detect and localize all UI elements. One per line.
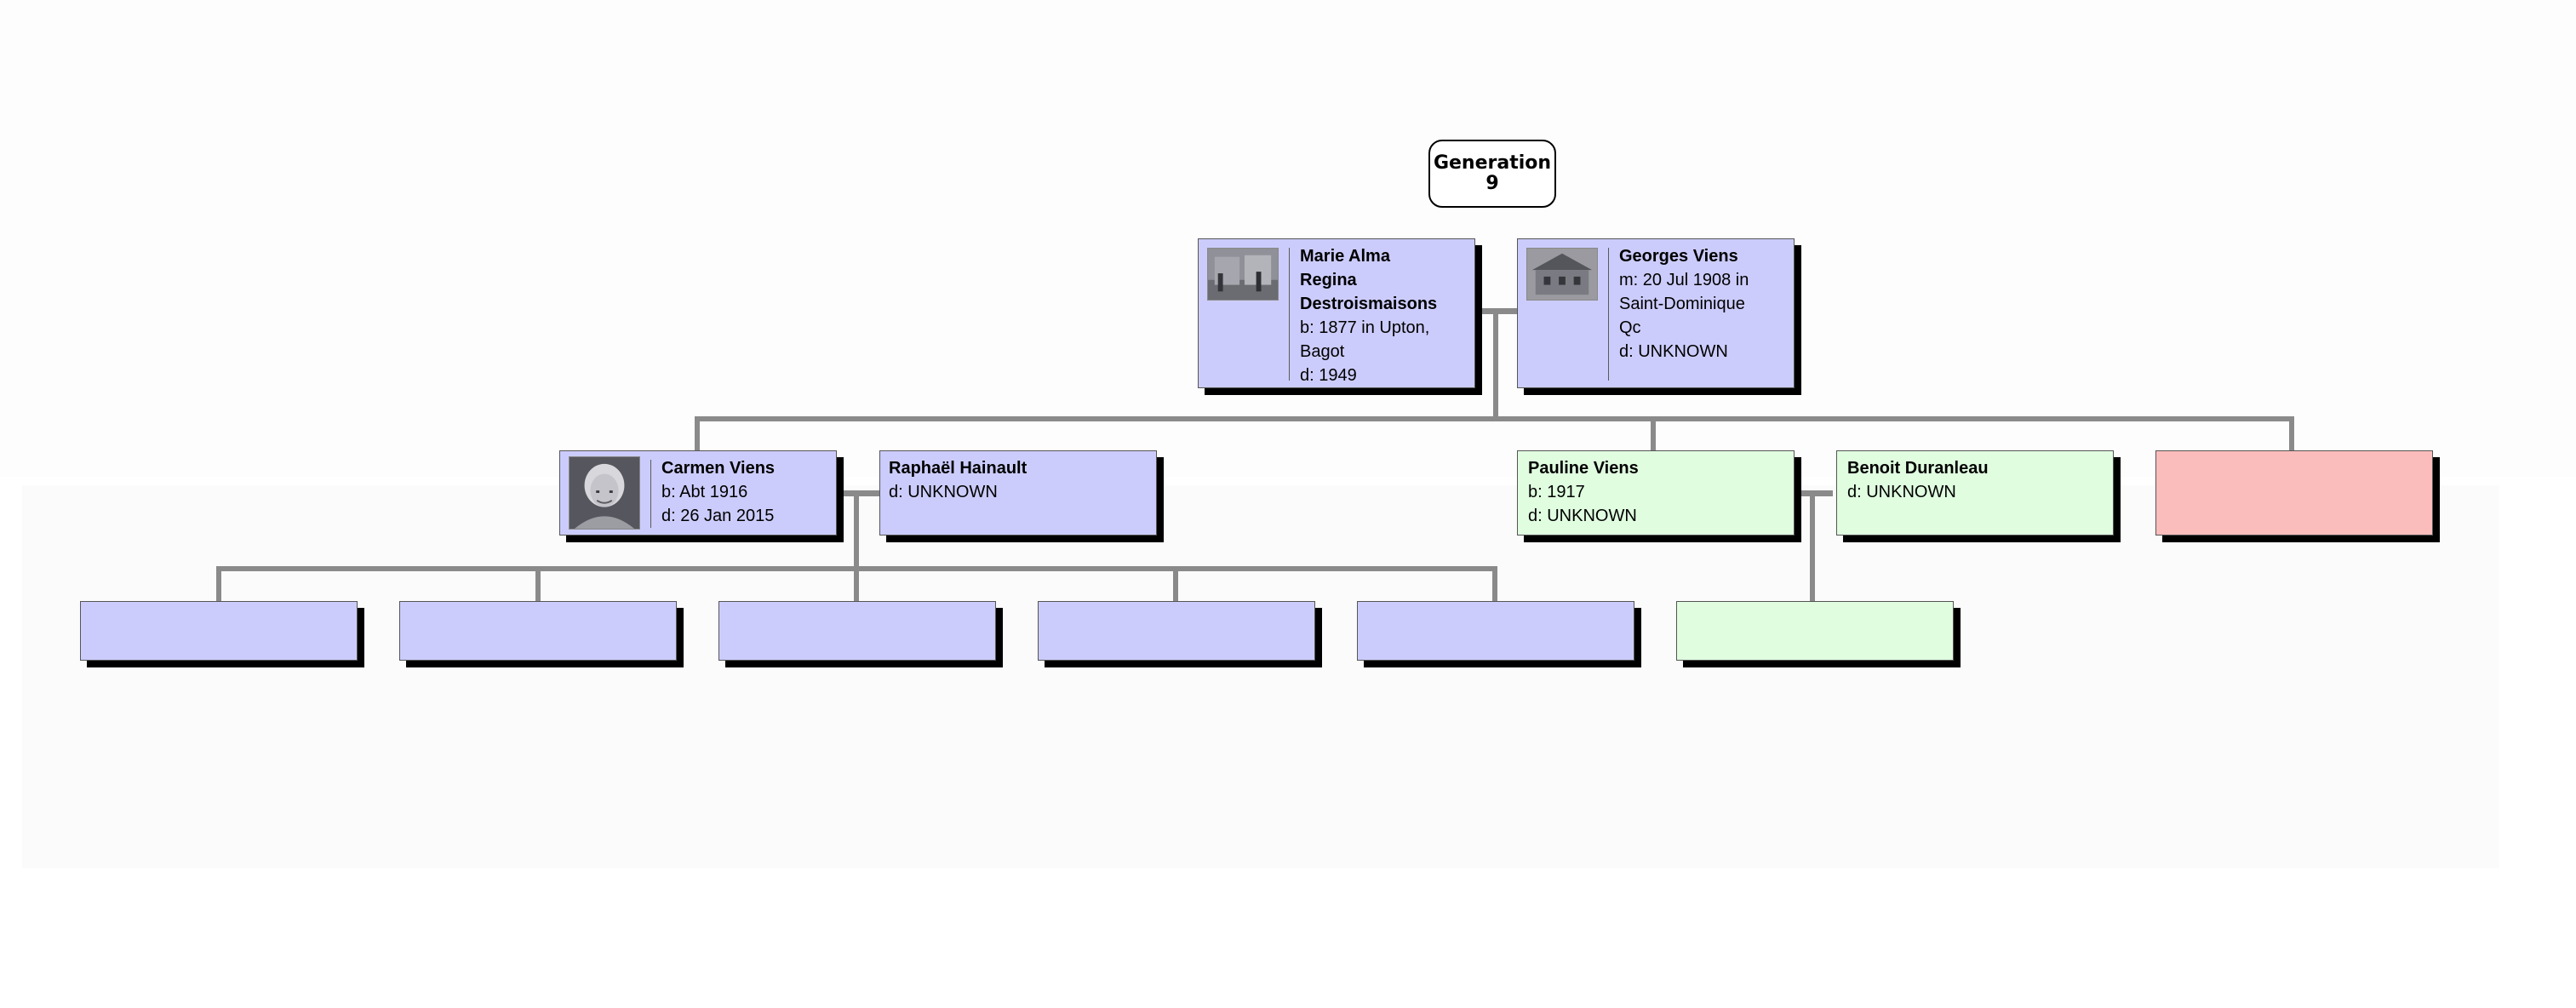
person-name-line: Destroismaisons (1300, 295, 1438, 313)
person-info: Pauline Viens b: 1917 d: UNKNOWN (1528, 456, 1639, 528)
marriage-info-line: Qc (1619, 318, 1641, 337)
person-name: Benoit Duranleau (1847, 459, 1989, 478)
person-box-grandchild[interactable] (1676, 601, 1954, 661)
person-box-grandchild[interactable] (1038, 601, 1315, 661)
person-info: Marie Alma Regina Destroismaisons b: 187… (1300, 244, 1437, 387)
child-drop (1651, 419, 1656, 451)
descent-line (1810, 494, 1815, 601)
person-box-benoit-duranleau[interactable]: Benoit Duranleau d: UNKNOWN (1836, 450, 2114, 536)
birth-info: b: 1917 (1528, 483, 1585, 501)
grandchild-drop (216, 569, 221, 601)
death-info: d: UNKNOWN (1619, 342, 1728, 361)
marriage-info-line: Saint-Dominique (1619, 295, 1745, 313)
photo-divider (1289, 248, 1290, 381)
person-name: Raphaël Hainault (889, 459, 1028, 478)
child-drop (695, 419, 700, 451)
person-info: Carmen Viens b: Abt 1916 d: 26 Jan 2015 (661, 456, 775, 528)
old-photo-icon (1526, 248, 1598, 301)
photo-divider (1608, 248, 1609, 381)
person-info: Raphaël Hainault d: UNKNOWN (889, 456, 1027, 504)
couple-connector (1476, 308, 1517, 314)
grandchild-drop (1492, 569, 1497, 601)
descent-line (854, 494, 859, 570)
grandchild-drop (1173, 569, 1178, 601)
person-box-unknown[interactable] (2155, 450, 2433, 536)
sibling-bar (695, 416, 2294, 421)
person-info: Benoit Duranleau d: UNKNOWN (1847, 456, 1989, 504)
birth-info-line: b: 1877 in Upton, (1300, 318, 1430, 337)
birth-info: b: Abt 1916 (661, 483, 748, 501)
person-name: Georges Viens (1619, 247, 1738, 266)
couple-connector (1790, 490, 1833, 496)
grandchild-drop (535, 569, 541, 601)
person-info: Georges Viens m: 20 Jul 1908 in Saint-Do… (1619, 244, 1749, 364)
death-info: d: UNKNOWN (1528, 507, 1637, 525)
portrait-photo-icon (569, 456, 640, 530)
person-box-grandchild[interactable] (399, 601, 677, 661)
person-name: Carmen Viens (661, 459, 776, 478)
generation-number: 9 (1485, 173, 1499, 194)
marriage-info-line: m: 20 Jul 1908 in (1619, 271, 1749, 289)
generation-title: Generation (1433, 152, 1552, 174)
old-photo-icon (1207, 248, 1279, 301)
person-box-grandchild[interactable] (1357, 601, 1634, 661)
person-name-line: Regina (1300, 271, 1357, 289)
person-box-grandchild[interactable] (718, 601, 996, 661)
person-name-line: Marie Alma (1300, 247, 1390, 266)
person-box-carmen-viens[interactable]: Carmen Viens b: Abt 1916 d: 26 Jan 2015 (559, 450, 837, 536)
person-name: Pauline Viens (1528, 459, 1639, 478)
person-box-father[interactable]: Georges Viens m: 20 Jul 1908 in Saint-Do… (1517, 238, 1795, 388)
background-panel (22, 485, 2499, 868)
death-info: d: UNKNOWN (889, 483, 998, 501)
death-info: d: UNKNOWN (1847, 483, 1956, 501)
person-box-mother[interactable]: Marie Alma Regina Destroismaisons b: 187… (1198, 238, 1475, 388)
person-box-raphael-hainault[interactable]: Raphaël Hainault d: UNKNOWN (879, 450, 1157, 536)
photo-divider (650, 460, 651, 528)
descent-line (1493, 312, 1498, 419)
death-info: d: 26 Jan 2015 (661, 507, 775, 525)
person-box-grandchild[interactable] (80, 601, 358, 661)
grandchild-drop (854, 569, 859, 601)
couple-connector (837, 490, 879, 496)
person-box-pauline-viens[interactable]: Pauline Viens b: 1917 d: UNKNOWN (1517, 450, 1795, 536)
child-drop (2289, 419, 2294, 451)
death-info: d: 1949 (1300, 366, 1357, 385)
birth-info-line: Bagot (1300, 342, 1345, 361)
generation-label: Generation 9 (1428, 140, 1556, 208)
